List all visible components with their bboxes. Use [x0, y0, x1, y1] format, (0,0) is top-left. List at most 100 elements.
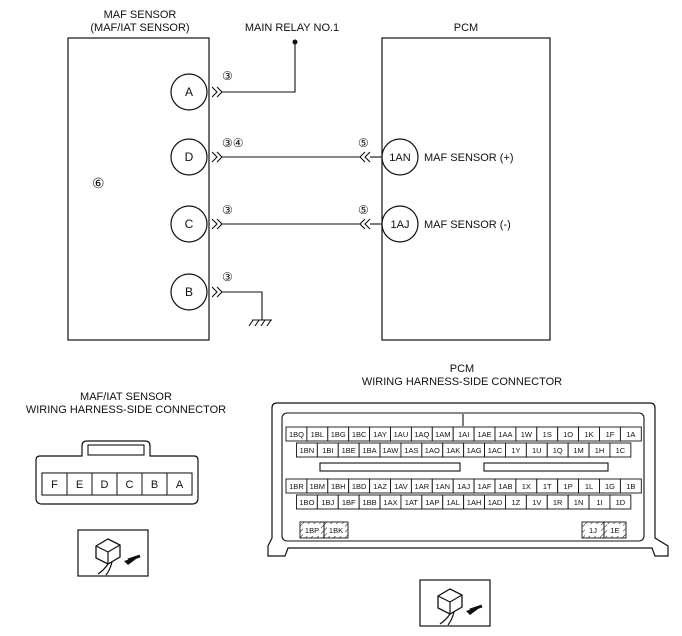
pcm-pin-1bf: 1BF [342, 498, 356, 507]
maf-connector-latch [87, 444, 145, 456]
pcm-pin-1at: 1AT [405, 498, 419, 507]
ground-symbol [248, 319, 272, 327]
maf-pin-d-label: D [185, 150, 194, 164]
pcm-pin-1bc: 1BC [352, 430, 367, 439]
maf-pin-b-note: ③ [222, 270, 233, 284]
pcm-pin-1bo: 1BO [299, 498, 314, 507]
pcm-pin-1i: 1I [596, 498, 602, 507]
pcm-box-title: PCM [454, 22, 478, 34]
pcm-pin-1bd: 1BD [352, 482, 367, 491]
pcm-pin-1c: 1C [616, 446, 626, 455]
pcm-pin-1ap: 1AP [425, 498, 439, 507]
maf-pin-c-label: C [185, 217, 194, 231]
pcm-pin-1ad: 1AD [488, 498, 503, 507]
maf-connector-pin-e: E [76, 479, 83, 491]
pcm-pin-1a-cell [619, 426, 642, 442]
pcm-pin-1l: 1L [585, 482, 593, 491]
pcm-pin-1ab: 1AB [498, 482, 512, 491]
pcm-pin-1e: 1E [610, 526, 619, 535]
pcm-pin-1bl: 1BL [311, 430, 324, 439]
pcm-pin-1aj-signal: MAF SENSOR (-) [424, 219, 511, 231]
pcm-pin-1aj-circle [381, 205, 419, 243]
maf-pin-a: A ③ [170, 69, 233, 111]
maf-pin-b-connector-mark [211, 286, 223, 298]
pcm-pin-1az: 1AZ [373, 482, 387, 491]
pcm-box [381, 37, 551, 341]
ground-wire [222, 291, 263, 320]
maf-box-title: MAF SENSOR [104, 9, 177, 21]
maf-connector-pin-a-cell [166, 472, 193, 496]
pcm-pin-1g: 1G [605, 482, 615, 491]
maf-connector-pin-c: C [126, 479, 134, 491]
pcm-pin-1bn: 1BN [300, 446, 315, 455]
pcm-pin-1v: 1V [532, 498, 541, 507]
pcm-pin-1an-label: 1AN [389, 152, 410, 164]
pcm-pin-1ai: 1AI [458, 430, 469, 439]
pcm-pin-1m: 1M [573, 446, 583, 455]
maf-pin-c-connector-mark [211, 218, 223, 230]
maf-pin-d: D ③④ [170, 136, 244, 176]
maf-box-subtitle: (MAF/IAT SENSOR) [90, 22, 189, 34]
pcm-pin-1ao: 1AO [425, 446, 440, 455]
maf-pin-c-circle [170, 205, 208, 243]
pcm-pin-1bp-label-bg [303, 524, 321, 536]
pcm-pin-1u: 1U [532, 446, 542, 455]
pcm-pin-1h: 1H [595, 446, 605, 455]
pcm-pin-1an-signal: MAF SENSOR (+) [424, 152, 514, 164]
pcm-pin-1au: 1AU [394, 430, 409, 439]
pcm-pin-1an-circle [381, 138, 419, 176]
maf-pin-d-connector-mark [211, 151, 223, 163]
pcm-pin-1j-label-bg [585, 524, 601, 536]
maf-connector-caption-1: MAF/IAT SENSOR [80, 391, 172, 403]
pcm-connector-caption-2: WIRING HARNESS-SIDE CONNECTOR [362, 376, 562, 388]
pcm-pin-1bm: 1BM [310, 482, 325, 491]
pcm-pin-1x: 1X [522, 482, 531, 491]
pcm-pin-1an-note: ⑤ [358, 136, 369, 150]
maf-box-note: ⑥ [92, 175, 105, 191]
pcm-pin-1bk-label-bg [327, 524, 345, 536]
pcm-pin-1ae: 1AE [477, 430, 491, 439]
maf-pin-a-connector-mark [211, 86, 223, 98]
pcm-pin-1b-cell [619, 478, 642, 494]
maf-pin-d-note: ③④ [222, 136, 244, 150]
pcm-pin-1ah: 1AH [467, 498, 482, 507]
relay-wire [222, 42, 296, 93]
pcm-pin-1s: 1S [543, 430, 552, 439]
main-relay-label: MAIN RELAY NO.1 [245, 22, 339, 34]
maf-connector-pin-d: D [101, 479, 109, 491]
pcm-pin-1bi: 1BI [322, 446, 333, 455]
pcm-pin-1bp: 1BP [305, 526, 319, 535]
pcm-pin-1aa: 1AA [498, 430, 512, 439]
pcm-pin-1t: 1T [543, 482, 552, 491]
maf-pin-a-label: A [185, 85, 193, 99]
pcm-pin-1an: 1AN [435, 482, 450, 491]
pcm-pin-1an: ⑤ 1AN MAF SENSOR (+) [358, 136, 514, 176]
maf-pin-b: B ③ [170, 270, 233, 311]
maf-pin-b-label: B [185, 285, 193, 299]
maf-connector-pin-b: B [151, 479, 158, 491]
pcm-pin-1d: 1D [616, 498, 626, 507]
pcm-pin-1w: 1W [521, 430, 533, 439]
pcm-pin-1ay: 1AY [373, 430, 387, 439]
pcm-pin-1z: 1Z [512, 498, 521, 507]
pcm-pin-1af: 1AF [478, 482, 492, 491]
maf-pin-b-circle [170, 273, 208, 311]
maf-connector-pin-f: F [51, 479, 58, 491]
pcm-pin-1am: 1AM [435, 430, 450, 439]
pcm-pin-1ag: 1AG [467, 446, 482, 455]
pcm-pin-1bh: 1BH [331, 482, 346, 491]
pcm-pin-1aj: 1AJ [457, 482, 470, 491]
pcm-pin-1y: 1Y [511, 446, 520, 455]
maf-connector-pin-a: A [176, 479, 184, 491]
pcm-connector-slot-right [483, 462, 609, 472]
maf-connector-caption-2: WIRING HARNESS-SIDE CONNECTOR [26, 404, 226, 416]
pcm-pin-1ax: 1AX [383, 498, 397, 507]
pcm-pin-1aw: 1AW [383, 446, 400, 455]
pcm-pin-1be: 1BE [342, 446, 356, 455]
maf-pin-a-note: ③ [222, 69, 233, 83]
pcm-pin-1d-cell [609, 494, 632, 510]
pcm-pin-1r: 1R [553, 498, 563, 507]
